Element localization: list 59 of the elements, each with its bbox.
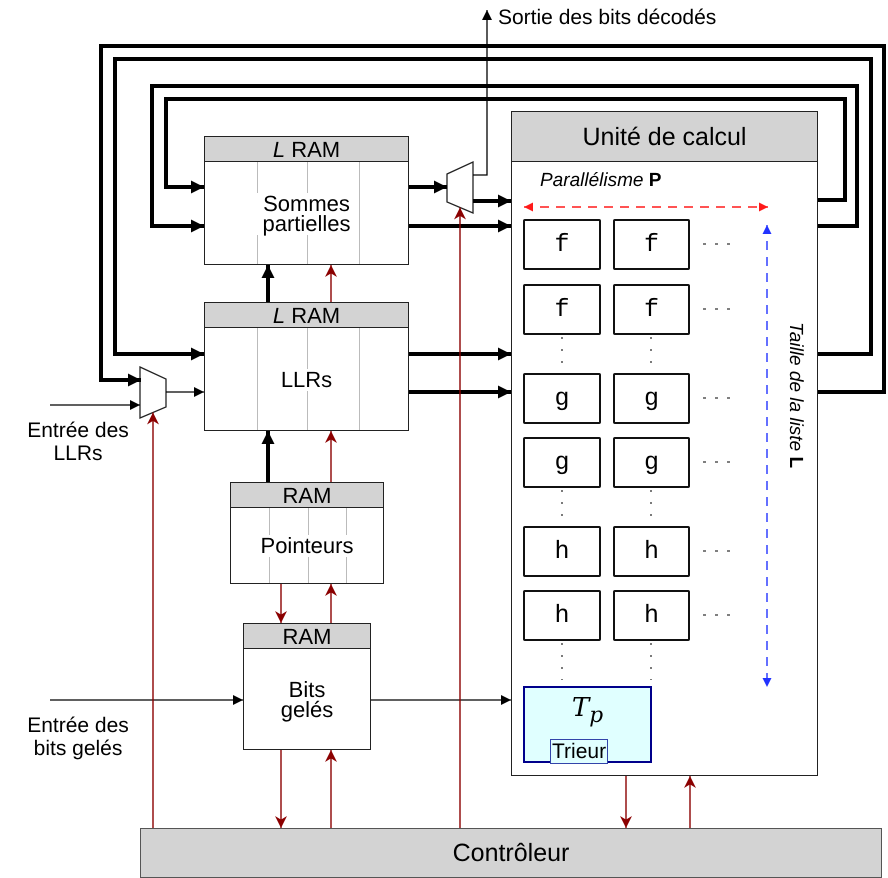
arrow [275, 584, 287, 623]
output-label: Sortie des bits décodés [487, 6, 787, 38]
arrow [262, 431, 274, 482]
function-unit: f [613, 284, 690, 335]
block-title: RAM [244, 624, 370, 649]
input-label: Entrée des LLRs [8, 405, 148, 477]
block-title: L RAM [205, 137, 408, 162]
memory-block [204, 136, 409, 265]
arrow [620, 776, 632, 828]
sorter-box [523, 686, 652, 763]
dimension-label: Parallélisme P [540, 170, 662, 192]
dimension-label: Taille de la liste L [784, 322, 806, 468]
arrow [454, 208, 466, 828]
arrow [113, 57, 873, 360]
arrow [473, 10, 492, 176]
arrow [166, 387, 204, 397]
function-unit: f [613, 219, 690, 270]
function-unit: h [613, 526, 690, 577]
arrow [275, 750, 287, 828]
processing-unit-panel [511, 111, 818, 776]
arrow [409, 386, 511, 398]
function-unit: g [523, 437, 601, 488]
arrow [164, 97, 847, 202]
arrow [150, 84, 859, 232]
panel-title: Unité de calcul [512, 112, 817, 162]
function-unit: h [523, 526, 601, 577]
function-unit: f [523, 219, 601, 270]
memory-block [204, 302, 409, 431]
sorter-label: Trieur [550, 739, 608, 764]
function-unit: h [613, 590, 690, 641]
arrow [409, 348, 511, 360]
function-unit: g [613, 373, 690, 424]
input-label: Entrée des bits gelés [8, 700, 148, 768]
arrow [147, 412, 159, 828]
arrow [50, 400, 140, 410]
function-unit: f [523, 284, 601, 335]
arrow [325, 265, 337, 302]
arrow [325, 431, 337, 482]
sorter-symbol: T$_{p}$ [570, 692, 604, 730]
arrow [684, 776, 696, 828]
function-unit: g [613, 437, 690, 488]
function-unit: g [523, 373, 601, 424]
arrow [409, 220, 511, 232]
arrow [99, 44, 886, 394]
arrow [325, 584, 337, 623]
multiplexer-shape [447, 162, 473, 214]
arrow [371, 695, 511, 705]
block-title: RAM [231, 483, 383, 508]
memory-block [230, 482, 384, 584]
arrow [262, 265, 274, 302]
block-title: L RAM [205, 303, 408, 328]
memory-block [243, 623, 371, 750]
arrow [50, 695, 243, 705]
arrow [325, 750, 337, 828]
multiplexer-shape [140, 367, 166, 418]
arrow [473, 194, 511, 208]
function-unit: h [523, 590, 601, 641]
controller-bar: Contrôleur [140, 828, 882, 878]
arrow [409, 180, 447, 194]
